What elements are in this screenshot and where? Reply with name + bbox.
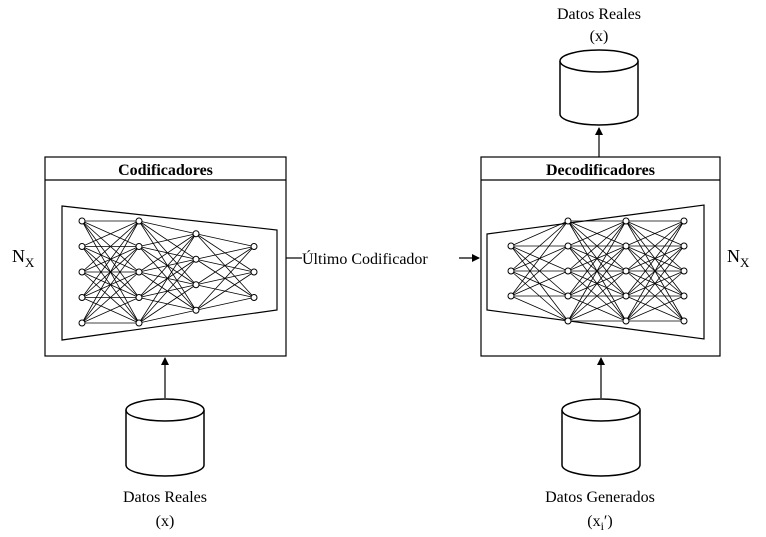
generated-data-label: Datos Generados <box>545 489 655 506</box>
neuron-node <box>135 243 143 250</box>
neuron-node <box>192 281 200 289</box>
connection-edge <box>195 246 255 260</box>
generated-data-symbol: (xi′) <box>587 513 613 533</box>
neuron-node <box>78 319 86 327</box>
connection-edge <box>81 220 140 298</box>
connection-edge <box>625 220 685 247</box>
real-data-top-symbol: (x) <box>590 28 609 45</box>
encoder-block: Codificadores <box>44 156 287 357</box>
neuron-node <box>564 267 572 275</box>
decoder-block: Decodificadores <box>480 156 721 357</box>
connection-edge <box>195 271 255 311</box>
neuron-node <box>250 268 258 276</box>
connection-edge <box>81 220 140 324</box>
connection-edge <box>567 220 627 322</box>
neuron-node <box>507 292 515 300</box>
neuron-node <box>78 268 86 276</box>
connection-edge <box>138 284 197 324</box>
connection-edge <box>138 233 197 298</box>
connection-edge <box>625 245 685 322</box>
neuron-node <box>680 267 688 275</box>
encoder-title: Codificadores <box>118 162 213 179</box>
connection-edge <box>567 220 627 297</box>
neuron-node <box>192 230 200 238</box>
connection-edge <box>510 295 569 322</box>
connection-edge <box>567 295 627 322</box>
neuron-node <box>622 242 630 250</box>
link-label: Último Codificador <box>302 249 428 268</box>
connection-edge <box>625 295 685 322</box>
neuron-node <box>622 217 630 225</box>
neuron-node <box>564 217 572 225</box>
neuron-node <box>564 317 572 325</box>
database-icon <box>125 398 205 477</box>
connection-edge <box>567 270 627 322</box>
connection-edge <box>81 220 140 247</box>
neuron-node <box>680 242 688 250</box>
neuron-node <box>250 294 258 301</box>
connection-edge <box>81 271 140 324</box>
connection-edge <box>567 220 627 247</box>
connection-edge <box>195 233 255 247</box>
neuron-node <box>78 294 86 301</box>
connection-edge <box>195 246 255 286</box>
neuron-node <box>135 294 143 301</box>
connection-edge <box>195 246 255 311</box>
real-data-top-label: Datos Reales <box>557 6 641 23</box>
connection-edge <box>510 220 569 297</box>
neuron-node <box>78 243 86 250</box>
neuron-node <box>622 317 630 325</box>
decoder-repeat-label: NX <box>727 246 750 270</box>
connection-edge <box>138 309 197 324</box>
neuron-node <box>135 217 143 225</box>
connection-edge <box>510 270 569 297</box>
encoder-repeat-label: NX <box>12 246 35 270</box>
encoder-neural-network <box>78 217 258 327</box>
connection-edge <box>625 220 685 322</box>
connection-edge <box>138 233 197 247</box>
real-data-bottom-symbol: (x) <box>156 513 175 530</box>
connection-edge <box>138 233 197 324</box>
neuron-node <box>564 242 572 250</box>
neuron-node <box>135 319 143 327</box>
connection-edge <box>138 233 197 273</box>
database-icon <box>559 49 639 126</box>
neuron-node <box>680 292 688 300</box>
neuron-node <box>250 243 258 250</box>
neuron-node <box>507 267 515 275</box>
neuron-node <box>135 268 143 276</box>
database-icon <box>561 398 641 477</box>
neuron-node <box>564 292 572 300</box>
connection-edge <box>567 220 627 272</box>
connection-edge <box>195 297 255 311</box>
neuron-node <box>192 255 200 263</box>
neuron-node <box>507 242 515 250</box>
neuron-node <box>78 217 86 225</box>
neuron-node <box>622 267 630 275</box>
connection-edge <box>510 245 569 297</box>
decoder-neural-network <box>507 217 688 325</box>
real-data-top: Datos Reales (x) <box>557 6 641 126</box>
neuron-node <box>680 217 688 225</box>
connection-edge <box>510 220 569 247</box>
connection-edge <box>138 258 197 324</box>
generated-data: Datos Generados (xi′) <box>545 398 655 533</box>
decoder-title: Decodificadores <box>546 162 655 179</box>
real-data-bottom-label: Datos Reales <box>123 489 207 506</box>
connection-edge <box>625 220 685 297</box>
neuron-node <box>622 292 630 300</box>
connection-edge <box>138 220 197 235</box>
connection-edge <box>625 270 685 322</box>
connection-edge <box>510 220 569 272</box>
neuron-node <box>680 317 688 325</box>
connection-edge <box>81 297 140 324</box>
connection-edge <box>567 245 627 322</box>
connection-edge <box>81 220 140 273</box>
neuron-node <box>192 306 200 314</box>
connection-edge <box>81 246 140 324</box>
real-data-bottom: Datos Reales (x) <box>123 398 207 530</box>
connection-edge <box>625 220 685 272</box>
